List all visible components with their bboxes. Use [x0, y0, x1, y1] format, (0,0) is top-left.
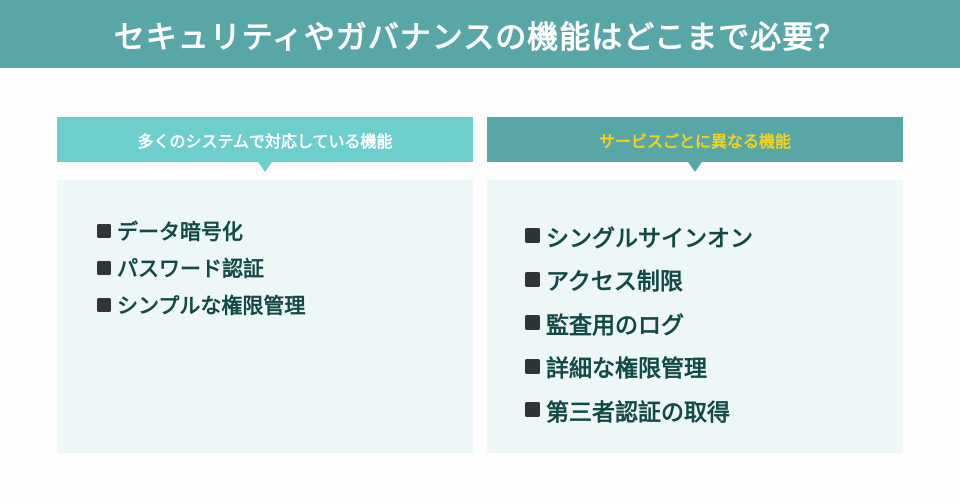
square-bullet-icon [97, 297, 111, 312]
list-item: シングルサインオン [525, 214, 903, 258]
list-item-label: アクセス制限 [546, 269, 683, 296]
common-features-header-label: 多くのシステムで対応している機能 [137, 131, 393, 151]
square-bullet-icon [525, 402, 540, 418]
common-features-column: 多くのシステムで対応している機能 データ暗号化 パスワード認証 シンプルな権限管… [57, 117, 473, 453]
title-bar: セキュリティやガバナンスの機能はどこまで必要？ [0, 0, 960, 68]
list-item: シンプルな権限管理 [97, 286, 473, 323]
list-item: パスワード認証 [97, 249, 473, 286]
common-features-panel: データ暗号化 パスワード認証 シンプルな権限管理 [57, 180, 473, 453]
service-specific-header: サービスごとに異なる機能 [487, 117, 903, 172]
square-bullet-icon [525, 271, 540, 287]
square-bullet-icon [97, 260, 111, 275]
list-item-label: シングルサインオン [546, 225, 753, 252]
page-title: セキュリティやガバナンスの機能はどこまで必要？ [113, 19, 847, 56]
service-specific-column: サービスごとに異なる機能 シングルサインオン アクセス制限 監査用のログ 詳細な… [487, 117, 903, 453]
list-item-label: 監査用のログ [546, 312, 684, 339]
list-item-label: パスワード認証 [117, 256, 264, 281]
list-item: 詳細な権限管理 [525, 345, 903, 389]
common-features-header: 多くのシステムで対応している機能 [57, 117, 473, 172]
list-item-label: シンプルな権限管理 [117, 293, 306, 318]
list-item: 監査用のログ [525, 301, 903, 345]
list-item: データ暗号化 [97, 212, 473, 249]
list-item-label: 第三者認証の取得 [546, 399, 730, 426]
list-item: 第三者認証の取得 [525, 388, 903, 432]
service-specific-header-label: サービスごとに異なる機能 [598, 131, 791, 151]
list-item: アクセス制限 [525, 258, 903, 302]
square-bullet-icon [525, 358, 540, 374]
service-specific-panel: シングルサインオン アクセス制限 監査用のログ 詳細な権限管理 第三者認証の取得 [487, 180, 903, 453]
list-item-label: 詳細な権限管理 [546, 356, 707, 383]
down-pointer-icon [258, 162, 272, 172]
square-bullet-icon [525, 228, 540, 244]
square-bullet-icon [97, 223, 111, 238]
list-item-label: データ暗号化 [117, 219, 243, 244]
down-pointer-icon [688, 162, 702, 172]
square-bullet-icon [525, 315, 540, 331]
